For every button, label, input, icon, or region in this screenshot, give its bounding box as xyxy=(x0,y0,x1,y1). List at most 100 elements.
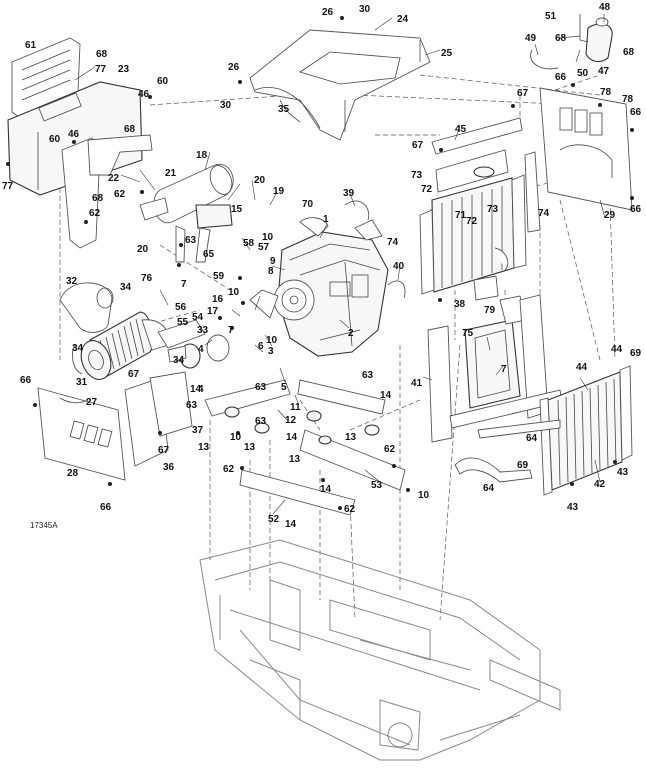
callout-61: 61 xyxy=(25,40,37,51)
callout-10e: 10 xyxy=(418,490,430,501)
muffler-part xyxy=(139,163,234,263)
callout-9: 9 xyxy=(270,256,276,267)
callout-19: 19 xyxy=(273,186,285,197)
callout-49: 49 xyxy=(525,33,537,44)
callout-79: 79 xyxy=(484,305,496,316)
callout-53: 53 xyxy=(371,480,383,491)
callout-68b: 68 xyxy=(124,124,136,135)
rear-panel-part xyxy=(539,87,633,211)
callout-14e: 14 xyxy=(285,519,297,530)
callout-36: 36 xyxy=(163,462,175,473)
callout-63b: 63 xyxy=(255,382,267,393)
callout-34a: 34 xyxy=(120,282,132,293)
callout-40: 40 xyxy=(393,261,405,272)
left-lower-panel-part xyxy=(37,371,193,481)
callout-66d: 66 xyxy=(630,107,642,118)
callout-34b: 34 xyxy=(72,343,84,354)
callout-3: 3 xyxy=(268,346,274,357)
callout-45: 45 xyxy=(455,124,467,135)
callout-38: 38 xyxy=(454,299,466,310)
callout-23: 23 xyxy=(118,64,130,75)
callout-30a: 30 xyxy=(359,4,371,15)
callout-39: 39 xyxy=(343,188,355,199)
callout-75: 75 xyxy=(462,328,474,339)
callout-13a: 13 xyxy=(198,442,210,453)
callout-1: 1 xyxy=(323,214,329,225)
callout-10d: 10 xyxy=(230,432,242,443)
callout-22: 22 xyxy=(108,173,120,184)
callout-34c: 34 xyxy=(173,355,185,366)
callout-7b: 7 xyxy=(228,325,234,336)
callout-63c: 63 xyxy=(186,400,198,411)
callout-labels: 1 2 3 4 4 5 6 7 7 7 8 9 10 10 10 10 10 1… xyxy=(2,2,642,530)
callout-57: 57 xyxy=(258,242,270,253)
callout-14d: 14 xyxy=(320,484,332,495)
callout-54: 54 xyxy=(192,312,204,323)
callout-10a: 10 xyxy=(262,232,274,243)
callout-28: 28 xyxy=(67,468,79,479)
callout-66a: 66 xyxy=(20,375,32,386)
hoses-part xyxy=(344,200,561,483)
coolant-tank-part xyxy=(530,14,613,70)
leader-lines xyxy=(74,14,606,515)
callout-26b: 26 xyxy=(228,62,240,73)
callout-62a: 62 xyxy=(114,189,126,200)
fasteners xyxy=(6,16,634,510)
callout-78b: 78 xyxy=(622,94,634,105)
callout-67b: 67 xyxy=(412,140,424,151)
callout-68a: 68 xyxy=(96,49,108,60)
callout-62c: 62 xyxy=(223,464,235,475)
callout-62b: 62 xyxy=(89,208,101,219)
callout-21: 21 xyxy=(165,168,177,179)
callout-59: 59 xyxy=(213,271,225,282)
callout-69a: 69 xyxy=(630,348,642,359)
callout-7c: 7 xyxy=(501,364,507,375)
fan-shroud-part xyxy=(427,294,563,443)
callout-67a: 67 xyxy=(517,88,529,99)
callout-43b: 43 xyxy=(567,502,579,513)
callout-14b: 14 xyxy=(286,432,298,443)
callout-66e: 66 xyxy=(630,204,642,215)
callout-42: 42 xyxy=(594,479,606,490)
callout-77b: 77 xyxy=(2,181,14,192)
callout-72a: 72 xyxy=(421,184,433,195)
callout-7a: 7 xyxy=(181,279,187,290)
callout-62e: 62 xyxy=(344,504,356,515)
callout-27: 27 xyxy=(86,397,98,408)
callout-52: 52 xyxy=(268,514,280,525)
callout-44b: 44 xyxy=(611,344,623,355)
callout-4: 4 xyxy=(198,344,204,355)
oil-cooler-fins xyxy=(557,378,617,486)
callout-58: 58 xyxy=(243,238,255,249)
callout-63a: 63 xyxy=(185,235,197,246)
callout-76: 76 xyxy=(141,273,153,284)
callout-74b: 74 xyxy=(387,237,399,248)
callout-18: 18 xyxy=(196,150,208,161)
callout-10b: 10 xyxy=(228,287,240,298)
callout-51: 51 xyxy=(545,11,557,22)
callout-77a: 77 xyxy=(95,64,107,75)
callout-68c: 68 xyxy=(92,193,104,204)
callout-2: 2 xyxy=(348,328,354,339)
callout-16: 16 xyxy=(212,294,224,305)
callout-64b: 64 xyxy=(483,483,495,494)
callout-12: 12 xyxy=(285,415,297,426)
engine-mount-part xyxy=(204,379,406,516)
callout-70: 70 xyxy=(302,199,314,210)
callout-20a: 20 xyxy=(254,175,266,186)
callout-62d: 62 xyxy=(384,444,396,455)
radiator-part xyxy=(419,117,541,301)
callout-32: 32 xyxy=(66,276,78,287)
figure-id: 17345A xyxy=(30,521,58,530)
callout-67c: 67 xyxy=(128,369,140,380)
callout-56: 56 xyxy=(175,302,187,313)
callout-55: 55 xyxy=(177,317,189,328)
callout-72b: 72 xyxy=(466,216,478,227)
callout-29: 29 xyxy=(604,210,616,221)
callout-24: 24 xyxy=(397,14,409,25)
callout-5: 5 xyxy=(281,382,287,393)
callout-66c: 66 xyxy=(555,72,567,83)
callout-63d: 63 xyxy=(255,416,267,427)
callout-69b: 69 xyxy=(517,460,529,471)
